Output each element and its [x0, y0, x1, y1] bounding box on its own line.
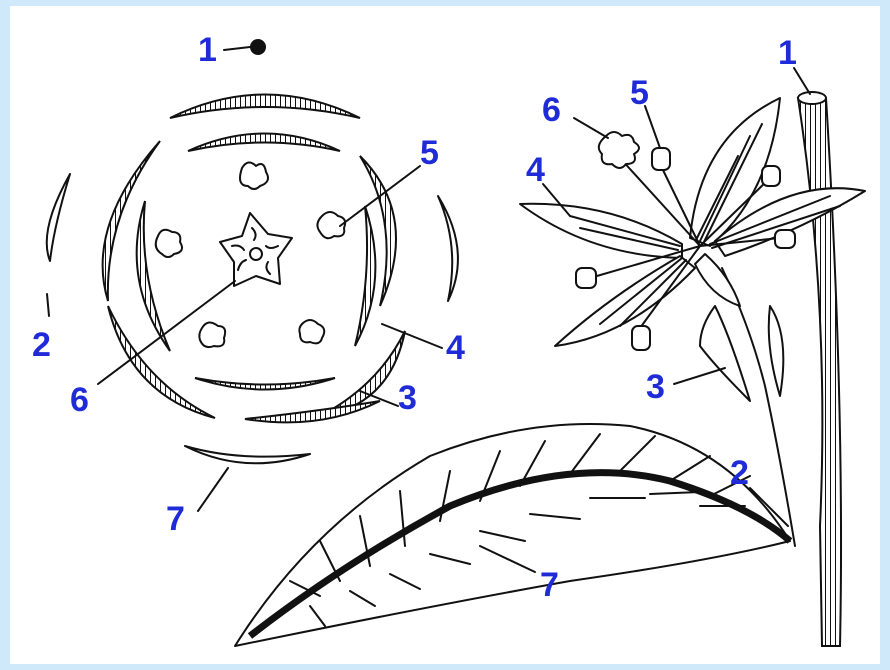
pistil-star [220, 213, 292, 286]
label-anther: 5 [630, 74, 649, 112]
inner-arc-bottom [195, 378, 335, 390]
calyx [700, 306, 750, 401]
diagram-svg: 1 2 3 4 5 6 7 [10, 6, 880, 664]
outer-arc-left [103, 141, 160, 301]
leader-right-3 [674, 368, 725, 384]
stamen-lower-left [199, 322, 225, 347]
petal-lower [695, 254, 740, 306]
leader-right-5 [645, 106, 660, 148]
anther-bottom [632, 326, 650, 350]
anther-right [762, 166, 780, 186]
label-pedicel: 2 [730, 454, 749, 492]
stamen-top [240, 162, 268, 189]
diagram-canvas: 1 2 3 4 5 6 7 [10, 6, 880, 664]
axis-pointer [224, 47, 250, 50]
label-stem: 1 [778, 34, 797, 72]
main-stem [798, 98, 841, 646]
axis-dot [250, 39, 266, 55]
inner-arc-right [355, 206, 375, 346]
inner-arc-top [188, 134, 340, 152]
stem-top [798, 92, 826, 104]
stamen-left [156, 230, 182, 257]
petal-left [520, 204, 682, 258]
label-corolla: 4 [526, 151, 545, 189]
label-subtending-leaf: 7 [166, 500, 185, 538]
bract-left [47, 174, 70, 261]
pistil [220, 213, 292, 286]
bracteole [769, 306, 784, 396]
label-stamen: 5 [420, 134, 439, 172]
leader-left-2 [47, 294, 49, 316]
label-inner-whorl: 4 [446, 329, 465, 367]
flower-drawing: 1 2 3 4 5 6 7 [235, 34, 865, 646]
outer-arc-top [170, 95, 360, 119]
label-axis: 1 [198, 31, 217, 69]
outer-arc-lower-left [108, 306, 215, 418]
leader-left-4 [382, 324, 442, 348]
anther-top [652, 148, 670, 170]
label-leaf: 7 [540, 566, 559, 604]
stamen-lower-right [299, 320, 324, 343]
petal-lower-left [555, 256, 695, 346]
anther-right-low [775, 230, 795, 248]
inner-arc-left [137, 201, 170, 351]
label-bract: 2 [32, 326, 51, 364]
anther-left [576, 268, 596, 288]
label-calyx: 3 [646, 368, 665, 406]
stigma [599, 132, 639, 168]
label-pistil: 6 [70, 381, 89, 419]
leader-left-5 [340, 166, 420, 226]
leader-left-7 [198, 468, 228, 511]
label-stigma: 6 [542, 91, 561, 129]
label-outer-whorl: 3 [398, 379, 417, 417]
bract-bottom [185, 446, 310, 463]
bract-right [438, 196, 458, 301]
outer-arc-bottom [245, 401, 380, 422]
leader-right-6 [574, 118, 608, 138]
floral-diagram: 1 2 3 4 5 6 7 [32, 31, 465, 538]
